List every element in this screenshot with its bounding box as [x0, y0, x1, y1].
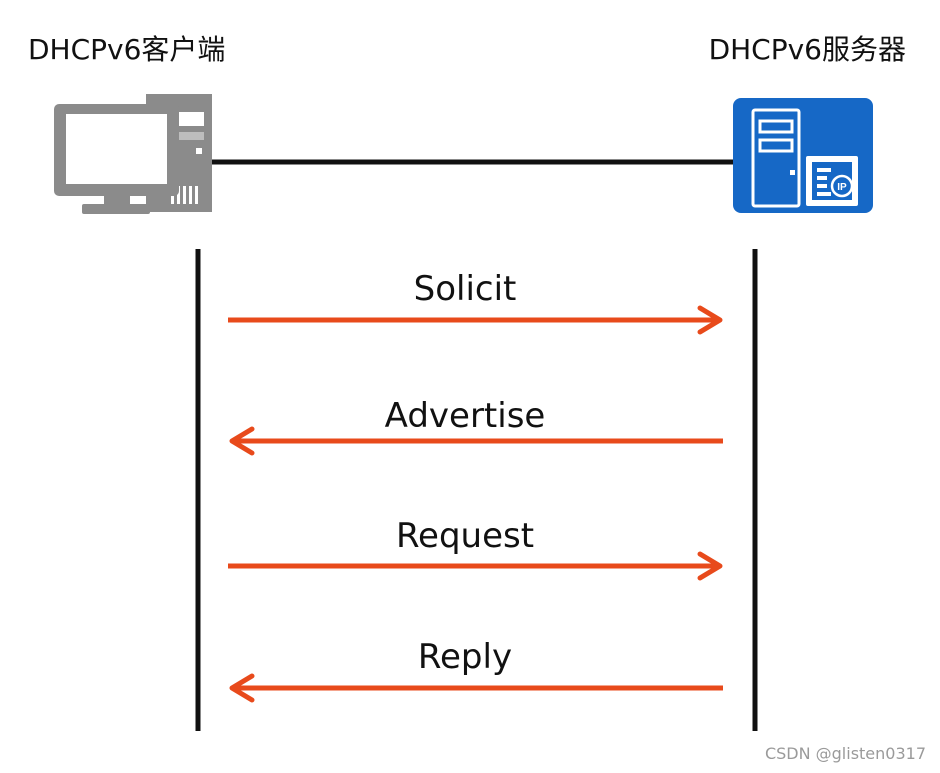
arrow-head — [229, 673, 255, 703]
message-label: Reply — [418, 637, 512, 677]
client-title: DHCPv6客户端 — [28, 33, 226, 66]
message-label: Solicit — [414, 269, 517, 309]
watermark: CSDN @glisten0317 — [764, 744, 926, 763]
message-advertise: Advertise — [229, 396, 723, 456]
message-solicit: Solicit — [228, 269, 723, 335]
message-request: Request — [228, 516, 723, 581]
message-label: Advertise — [385, 396, 546, 436]
desktop-computer-icon — [54, 94, 212, 214]
message-reply: Reply — [229, 637, 723, 703]
arrow-head — [229, 426, 255, 456]
arrow-head — [697, 551, 723, 581]
dhcp-server-icon: IP — [733, 98, 873, 213]
ip-badge-text: IP — [837, 182, 847, 193]
arrow-head — [697, 305, 723, 335]
server-title: DHCPv6服务器 — [708, 33, 906, 66]
message-label: Request — [396, 516, 534, 556]
